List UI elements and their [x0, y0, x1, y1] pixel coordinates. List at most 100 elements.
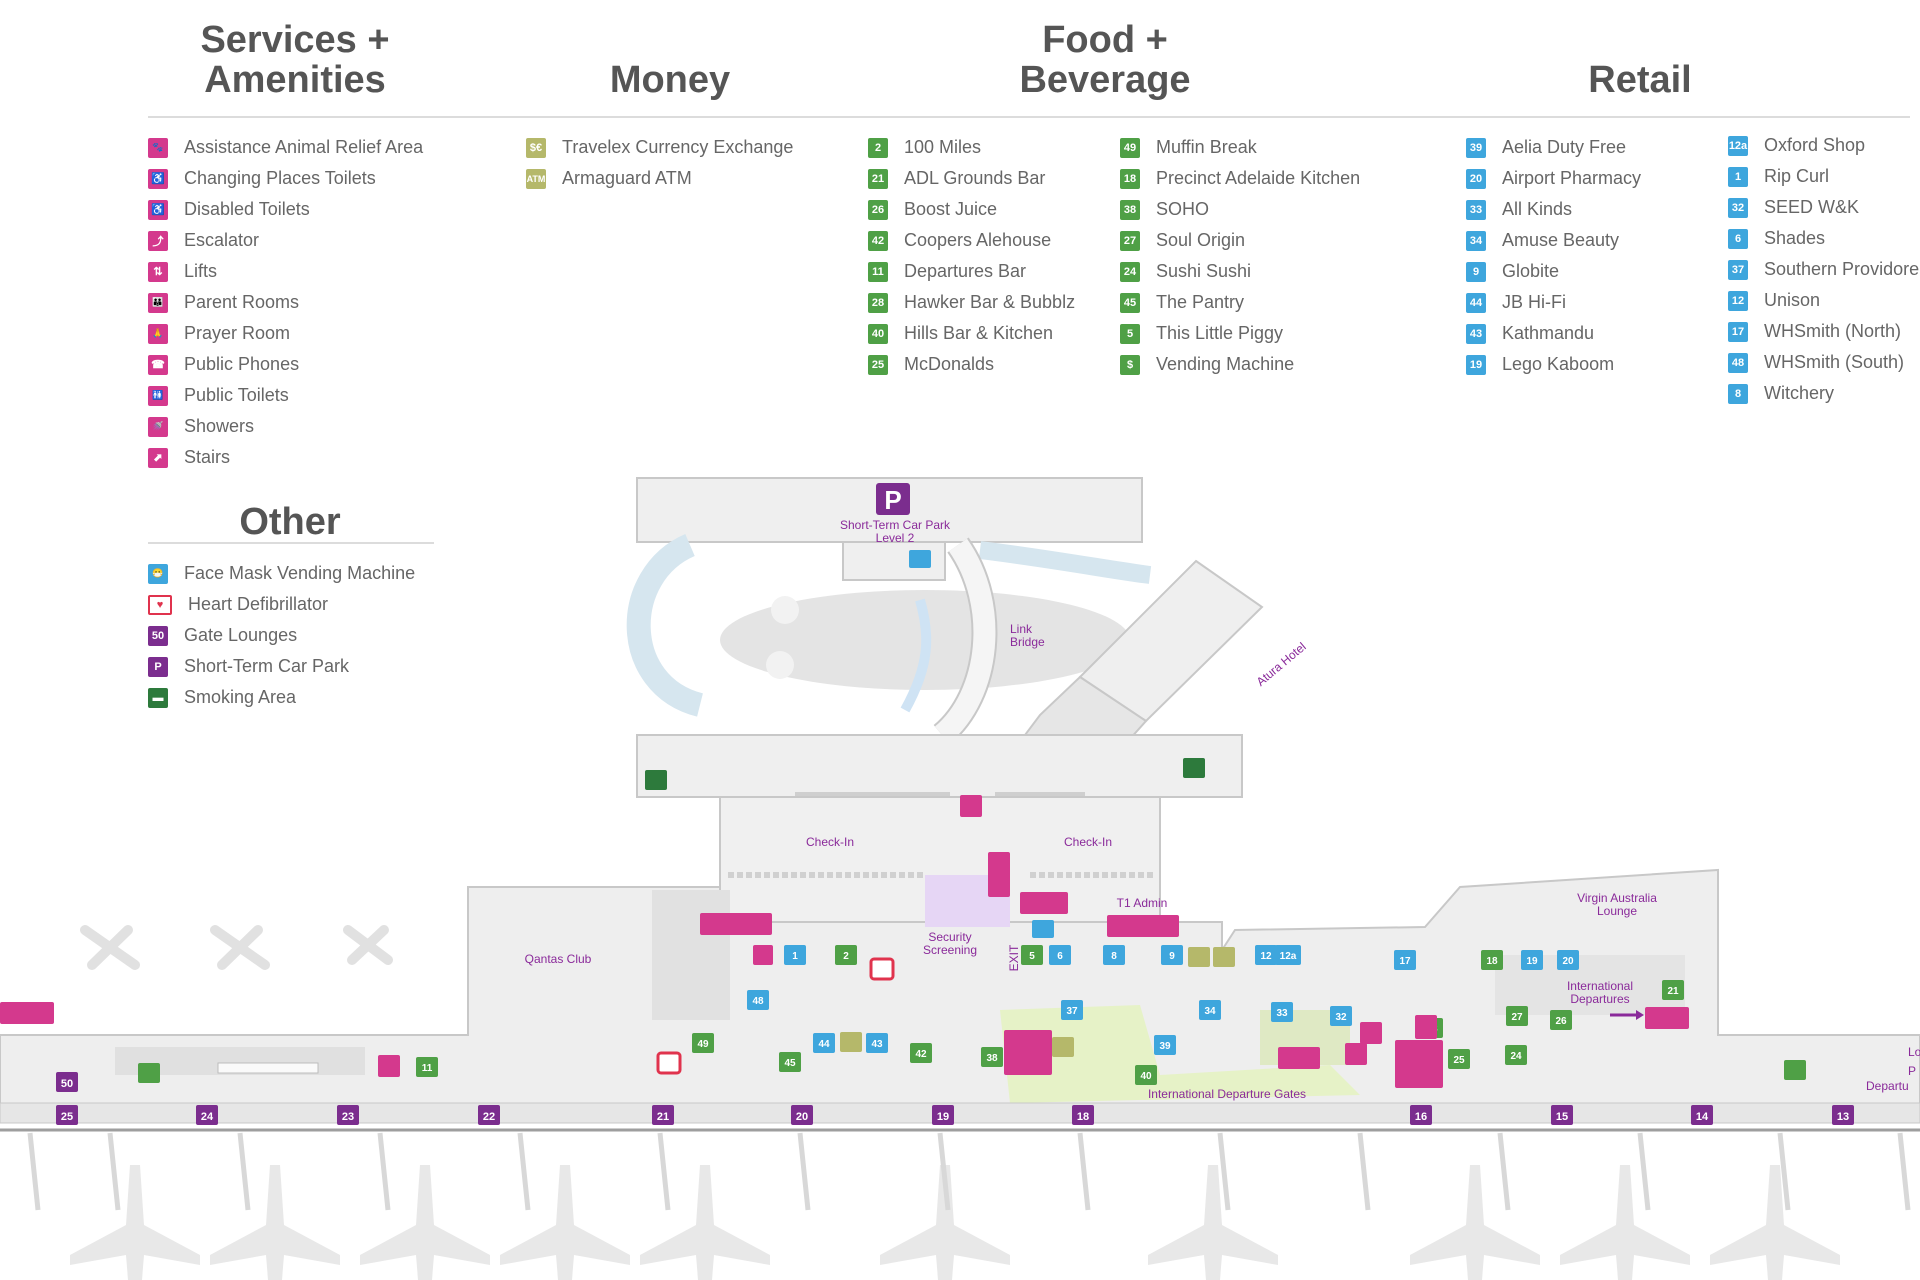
legend-label: Travelex Currency Exchange: [562, 137, 794, 157]
international-gates-label: International Departure Gates: [1148, 1087, 1306, 1101]
legend-label: Prayer Room: [184, 323, 291, 343]
toilets-icon: [1107, 915, 1179, 937]
store-number-icon: 21: [868, 168, 888, 189]
legend-label: SOHO: [1156, 199, 1210, 219]
store-marker: [416, 1057, 438, 1077]
store-number-icon: 34: [1466, 230, 1486, 251]
legend-item: ⤴Escalator: [148, 225, 423, 256]
gate-number: 24: [201, 1111, 214, 1123]
legend-label: Globite: [1502, 261, 1560, 281]
legend-label: Hills Bar & Kitchen: [904, 323, 1054, 343]
store-number: 40: [1140, 1071, 1152, 1082]
escalator-icon: [1415, 1015, 1437, 1039]
stairs-icon: [1278, 1047, 1320, 1069]
store-marker: [1394, 950, 1416, 970]
store-number: 2: [843, 951, 849, 962]
store-number-icon: 6: [1728, 228, 1748, 249]
legend-item: ♿Changing Places Toilets: [148, 163, 423, 194]
legend-label: Assistance Animal Relief Area: [184, 137, 424, 157]
store-number-icon: 17: [1728, 321, 1748, 342]
gate-pier: [0, 1102, 1920, 1124]
gate-icon: [1551, 1105, 1573, 1125]
virgin-lounge-label-2: Lounge: [1597, 904, 1637, 918]
store-marker: [910, 1043, 932, 1063]
wheelchair-icon: ♿: [148, 199, 168, 220]
gate-number: 19: [937, 1111, 949, 1123]
legend-label: Hawker Bar & Bubblz: [904, 292, 1076, 312]
legend-label: Coopers Alehouse: [904, 230, 1052, 250]
legend-item: 42 Coopers Alehouse: [868, 225, 1075, 256]
store-number: 1: [792, 951, 798, 962]
other-legend: 😷Face Mask Vending Machine♥Heart Defibri…: [148, 558, 415, 713]
hotel-label: Atura Hotel: [1254, 640, 1309, 689]
legend-item: ⬈Stairs: [148, 442, 423, 473]
gate-icon: [56, 1105, 78, 1125]
departures-forecourt: [636, 734, 1243, 798]
gate-lounge-icon: [56, 1072, 78, 1092]
store-number-icon: 44: [1466, 292, 1486, 313]
legend-item: 17 WHSmith (North): [1728, 316, 1919, 347]
legend-item: ♥ Heart Defibrillator: [148, 589, 415, 620]
legend-label: SEED W&K: [1764, 197, 1860, 217]
legend-label: WHSmith (North): [1764, 321, 1902, 341]
store-marker: [835, 945, 857, 965]
store-marker: [1662, 980, 1684, 1000]
store-number: 45: [784, 1058, 796, 1069]
store-number: 32: [1335, 1012, 1347, 1023]
face-mask-icon: [1032, 920, 1054, 938]
store-marker: [1255, 945, 1277, 965]
legend-label: Precinct Adelaide Kitchen: [1156, 168, 1361, 188]
legend-item: 21 ADL Grounds Bar: [868, 163, 1075, 194]
legend-item: 🚿Showers: [148, 411, 423, 442]
store-number-icon: 11: [868, 261, 888, 282]
toilets-icon: [1020, 892, 1068, 914]
atm-icon: [1188, 947, 1210, 967]
gate-number: 18: [1077, 1111, 1089, 1123]
store-marker: [779, 1052, 801, 1072]
store-number: 19: [1526, 956, 1538, 967]
heart-defibrillator-icon: ♥: [148, 594, 172, 615]
legend-label: The Pantry: [1156, 292, 1245, 312]
food-heading: Food + Beverage: [1019, 19, 1191, 101]
parking-icon: [876, 483, 910, 515]
store-number-icon: 24: [1120, 261, 1140, 282]
legend-item: $Vending Machine: [1120, 349, 1360, 380]
t1-admin-label: T1 Admin: [1117, 896, 1168, 910]
store-number-icon: 2: [868, 137, 888, 158]
store-number: 6: [1057, 951, 1063, 962]
store-number-icon: 42: [868, 230, 888, 251]
legend-item: 👪Parent Rooms: [148, 287, 423, 318]
store-marker: [1557, 950, 1579, 970]
smoking-area-icon: ▬: [148, 687, 168, 708]
legend-label: Heart Defibrillator: [188, 594, 329, 614]
store-marker: [784, 945, 806, 965]
store-marker: [1199, 1000, 1221, 1020]
store-number-icon: 32: [1728, 197, 1748, 218]
store-marker: [1103, 945, 1125, 965]
store-marker: [747, 990, 769, 1010]
store-marker: [1161, 945, 1183, 965]
store-number: 25: [1453, 1055, 1465, 1066]
gate-lounge-icon: 50: [148, 625, 168, 646]
store-number: 18: [1486, 956, 1498, 967]
toilets-icon: [1004, 1030, 1052, 1075]
legend-label: Witchery: [1764, 383, 1835, 403]
legend-item: ♿Disabled Toilets: [148, 194, 423, 225]
gate-icon: [791, 1105, 813, 1125]
legend-item: 32 SEED W&K: [1728, 192, 1919, 223]
store-number-icon: 49: [1120, 137, 1140, 158]
toilets-icon: 🚻: [148, 385, 168, 406]
legend-label: ADL Grounds Bar: [904, 168, 1046, 188]
toilets-icon: [0, 1002, 54, 1024]
legend-divider: [148, 116, 1910, 118]
legend-label: Oxford Shop: [1764, 135, 1866, 155]
